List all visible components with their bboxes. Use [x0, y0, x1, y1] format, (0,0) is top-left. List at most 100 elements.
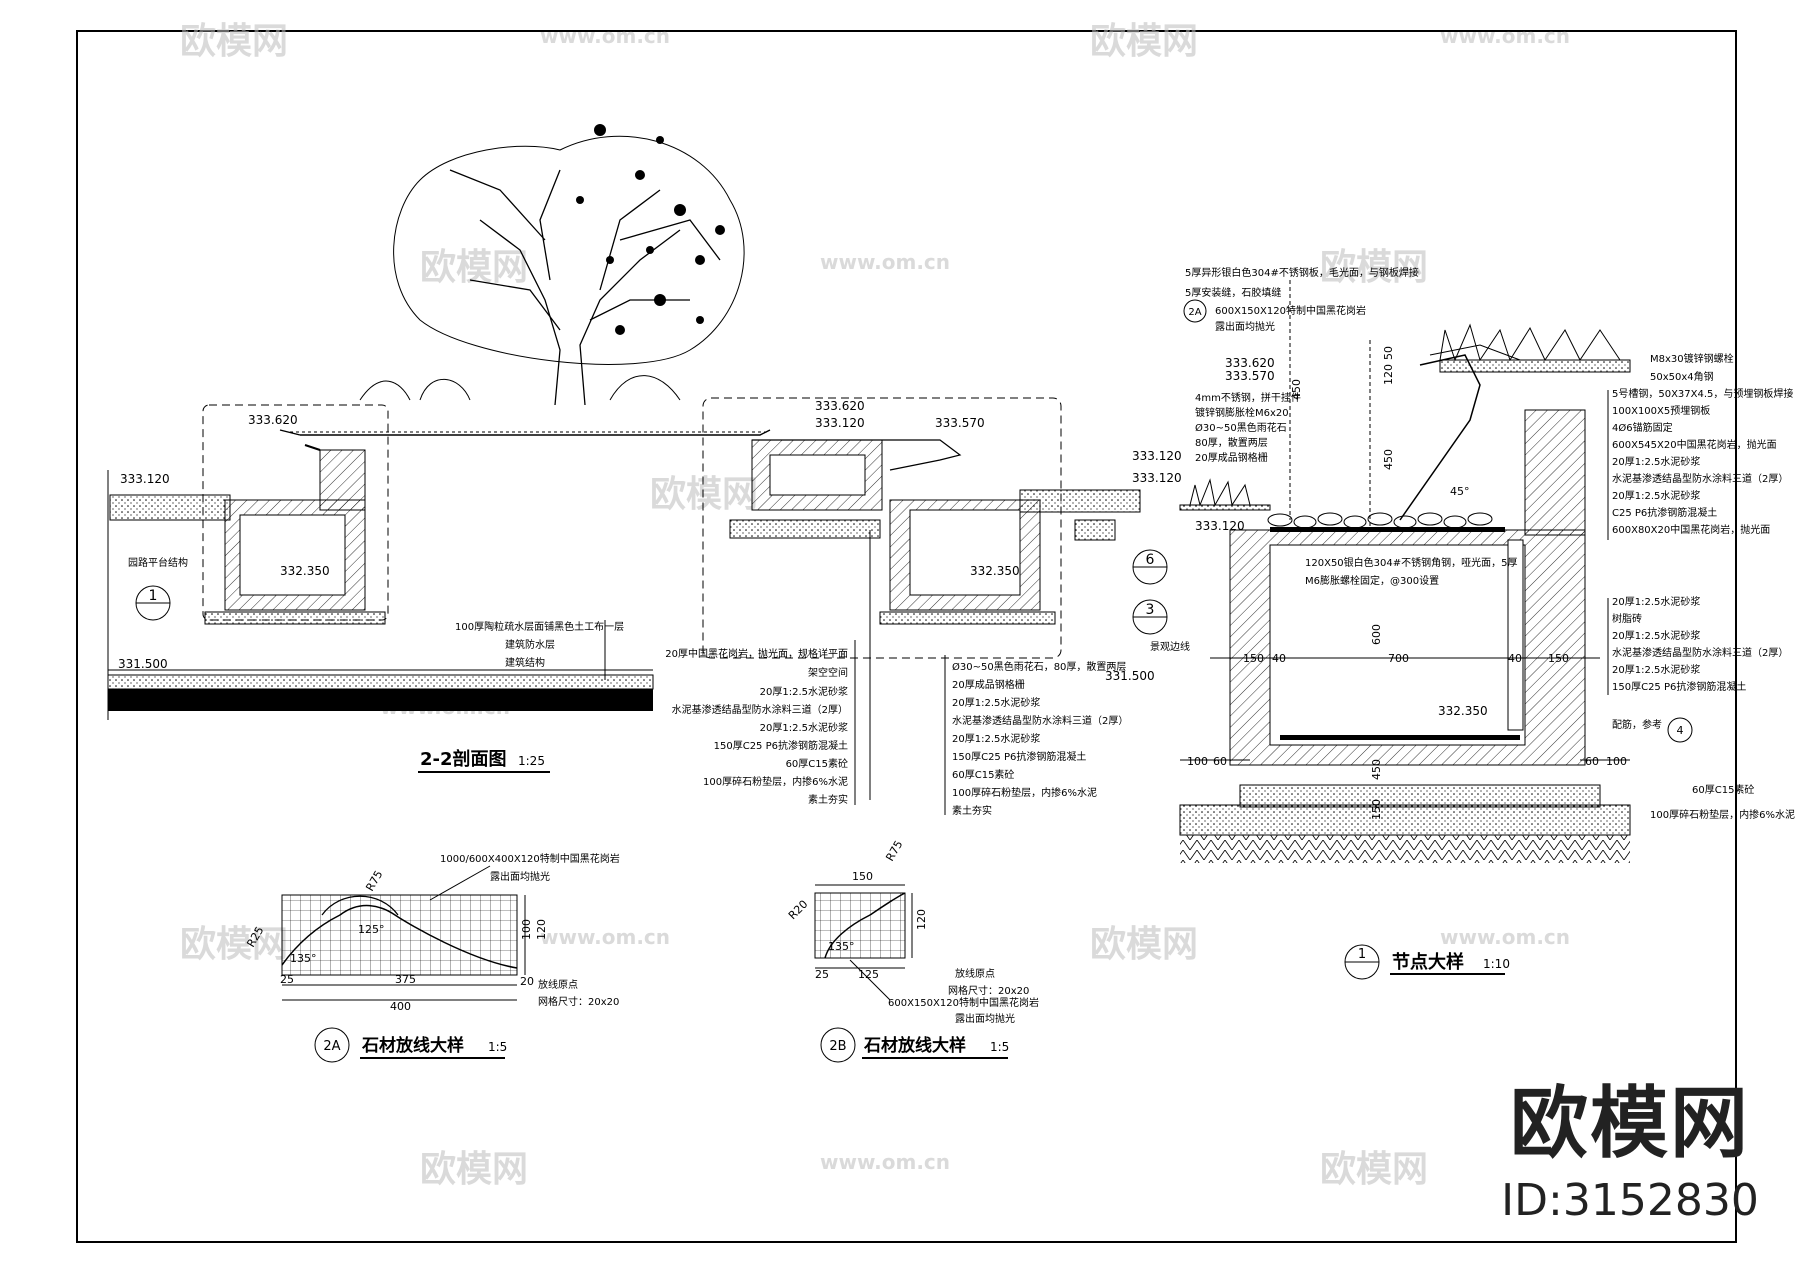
watermark-logo: 欧模网 [650, 474, 759, 515]
detail-callout-number: 1 [1358, 947, 1366, 962]
dim-label: 120 [1382, 364, 1395, 385]
note-label: 60厚C15素砼 [952, 768, 1014, 781]
detail-2a: 25 375 400 100 120 20 R75 R25 125° 135° … [244, 852, 620, 1063]
elevation-label: 333.570 [1225, 369, 1275, 383]
note-label: 水泥基渗透结晶型防水涂料三道（2厚） [1612, 646, 1788, 659]
note-label: 4mm不锈钢，拼干挂件 [1195, 391, 1301, 404]
dim-label: 135° [828, 940, 855, 953]
callout-number: 3 [1146, 602, 1155, 618]
note-label: 20厚成品钢格栅 [952, 678, 1025, 691]
dim-label: 450 [1290, 379, 1303, 400]
note-label: 1000/600X400X120特制中国黑花岗岩 [440, 852, 620, 865]
stone-grid [281, 894, 518, 976]
detail-tag [314, 1027, 350, 1063]
note-label: 100厚陶粒疏水层面铺黑色土工布一层 [455, 620, 624, 633]
watermark-url: www.om.cn [1440, 24, 1571, 48]
elevation-label: 333.120 [1195, 519, 1245, 533]
note-label: 景观边线 [1150, 640, 1190, 653]
elevation-label: 333.120 [815, 416, 865, 430]
dim-label: 45° [1450, 485, 1470, 498]
drawing-frame [76, 30, 1737, 1243]
note-label: 水泥基渗透结晶型防水涂料三道（2厚） [952, 714, 1128, 727]
elevation-label: 332.350 [280, 564, 330, 578]
watermark-url: www.om.cn [540, 925, 671, 949]
detail-title: 节点大样 [1392, 951, 1464, 973]
section-scale: 1:25 [518, 754, 545, 768]
note-label: 树脂砖 [1612, 612, 1642, 625]
elevation-label: 332.350 [970, 564, 1020, 578]
detail-title: 石材放线大样 [361, 1035, 464, 1056]
dim-label: 150 [1370, 799, 1383, 820]
note-label: 放线原点 [955, 967, 995, 980]
note-label: 600X545X20中国黑花岗岩，抛光面 [1612, 438, 1777, 451]
detail-2b: 150 120 25 125 R75 R20 135° 放线原点 网格尺寸：20… [786, 838, 1039, 1063]
note-label: 5厚安装缝，石胶填缝 [1185, 286, 1281, 299]
note-label: 网格尺寸：20x20 [538, 995, 619, 1008]
note-label: 20厚成品钢格栅 [1195, 451, 1268, 464]
note-label: 20厚中国黑花岗岩，抛光面，规格详平面 [665, 647, 848, 660]
note-label: 20厚1:2.5水泥砂浆 [1612, 629, 1700, 642]
watermark-logo: 欧模网 [1320, 247, 1429, 288]
dim-label: 125° [358, 923, 385, 936]
watermark-url: www.om.cn [820, 1150, 951, 1174]
note-label: 60厚C15素砼 [786, 757, 848, 770]
note-label: 水泥基渗透结晶型防水涂料三道（2厚） [1612, 472, 1788, 485]
elevation-label: 333.120 [1132, 449, 1182, 463]
note-label: 600X80X20中国黑花岗岩，抛光面 [1612, 523, 1770, 536]
dim-label: 600 [1370, 624, 1383, 645]
elevation-label: 333.620 [1225, 356, 1275, 370]
dim-label: 400 [390, 1000, 411, 1013]
note-label: 100厚碎石粉垫层，内掺6%水泥 [703, 775, 848, 788]
dim-label: 100 [1187, 755, 1208, 768]
callout-number: 6 [1146, 552, 1155, 568]
elevation-label: 333.620 [248, 413, 298, 427]
watermark-url: www.om.cn [820, 250, 951, 274]
tree-illustration [359, 124, 745, 406]
dim-label: 25 [280, 973, 294, 986]
dim-label: 60 [1585, 755, 1599, 768]
dim-label: 20 [520, 975, 534, 988]
section-mark [1667, 717, 1693, 743]
detail-scale: 1:10 [1483, 957, 1510, 971]
note-label: 4Ø6锚筋固定 [1612, 421, 1673, 434]
note-label: 150厚C25 P6抗渗钢筋混凝土 [714, 739, 848, 752]
watermark-logo: 欧模网 [1090, 924, 1199, 965]
note-label: 架空空间 [808, 666, 848, 679]
detail-tag-label: 2B [829, 1039, 846, 1054]
dim-label: R75 [883, 838, 905, 863]
note-label: 100X100X5预埋钢板 [1612, 404, 1710, 417]
note-label: M8x30镀锌钢螺栓 [1650, 352, 1734, 365]
note-label: 20厚1:2.5水泥砂浆 [760, 721, 848, 734]
dim-label: R75 [363, 868, 385, 893]
note-label: 水泥基渗透结晶型防水涂料三道（2厚） [672, 703, 848, 716]
note-label: 建筑防水层 [505, 638, 555, 651]
note-label: 素土夯实 [952, 804, 992, 817]
note-label: 600X150X120特制中国黑花岗岩 [1215, 304, 1366, 317]
note-label: 20厚1:2.5水泥砂浆 [952, 696, 1040, 709]
detail-tag [820, 1027, 856, 1063]
detail-scale: 1:5 [990, 1040, 1009, 1054]
note-label: 网格尺寸：20x20 [948, 984, 1029, 997]
note-label: 镀锌钢膨胀栓M6x20 [1195, 406, 1289, 419]
elevation-label: 333.120 [1132, 471, 1182, 485]
note-label: 20厚1:2.5水泥砂浆 [952, 732, 1040, 745]
dim-label: 50 [1382, 346, 1395, 360]
dim-label: 100 [1606, 755, 1627, 768]
note-label: C25 P6抗渗钢筋混凝土 [1612, 506, 1717, 519]
note-label: 建筑结构 [505, 656, 545, 669]
elevation-label: 331.500 [118, 657, 168, 671]
elevation-label: 333.120 [120, 472, 170, 486]
note-label: 20厚1:2.5水泥砂浆 [1612, 455, 1700, 468]
note-label: 露出面均抛光 [1215, 320, 1275, 333]
watermark-logo: 欧模网 [1090, 21, 1199, 62]
note-label: 150厚C25 P6抗渗钢筋混凝土 [1612, 680, 1746, 693]
note-label: 素土夯实 [808, 793, 848, 806]
watermark-url: www.om.cn [540, 24, 671, 48]
note-label: 600X150X120特制中国黑花岗岩 [888, 996, 1039, 1009]
watermark-logo: 欧模网 [420, 1149, 529, 1190]
node-detail: 50 120 450 450 45° 600 700 150 40 40 150… [1179, 266, 1795, 980]
elevation-label: 332.350 [1438, 704, 1488, 718]
section-2-2: 333.620 333.120 332.350 331.500 333.620 … [107, 124, 1190, 817]
dim-label: R25 [244, 924, 266, 949]
